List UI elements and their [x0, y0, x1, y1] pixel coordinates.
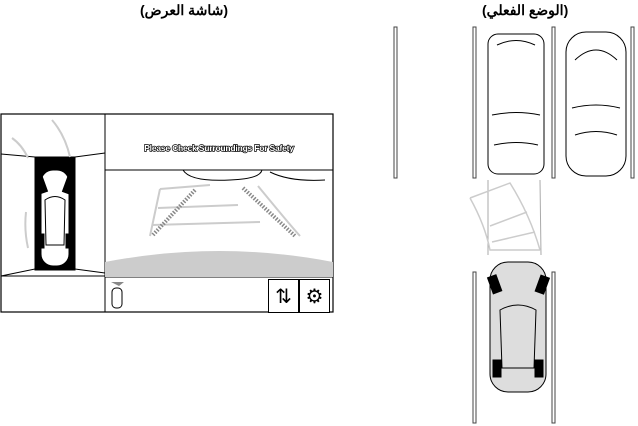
- safety-message: Please Check Surroundings For Safety: [143, 142, 294, 153]
- gear-icon: ⚙: [305, 285, 324, 308]
- actual-position-title: (الوضع الفعلي): [482, 2, 569, 18]
- display-screen-title: (شاشة العرض): [140, 2, 229, 18]
- settings-button[interactable]: ⚙: [299, 279, 330, 313]
- screen-frame: [0, 113, 334, 313]
- own-car-top: [40, 169, 70, 267]
- camera-switch-icon: ⇅: [275, 285, 292, 308]
- camera-switch-button[interactable]: ⇅: [268, 279, 299, 313]
- parked-car-2: [565, 31, 627, 177]
- parked-car-1: [487, 33, 545, 175]
